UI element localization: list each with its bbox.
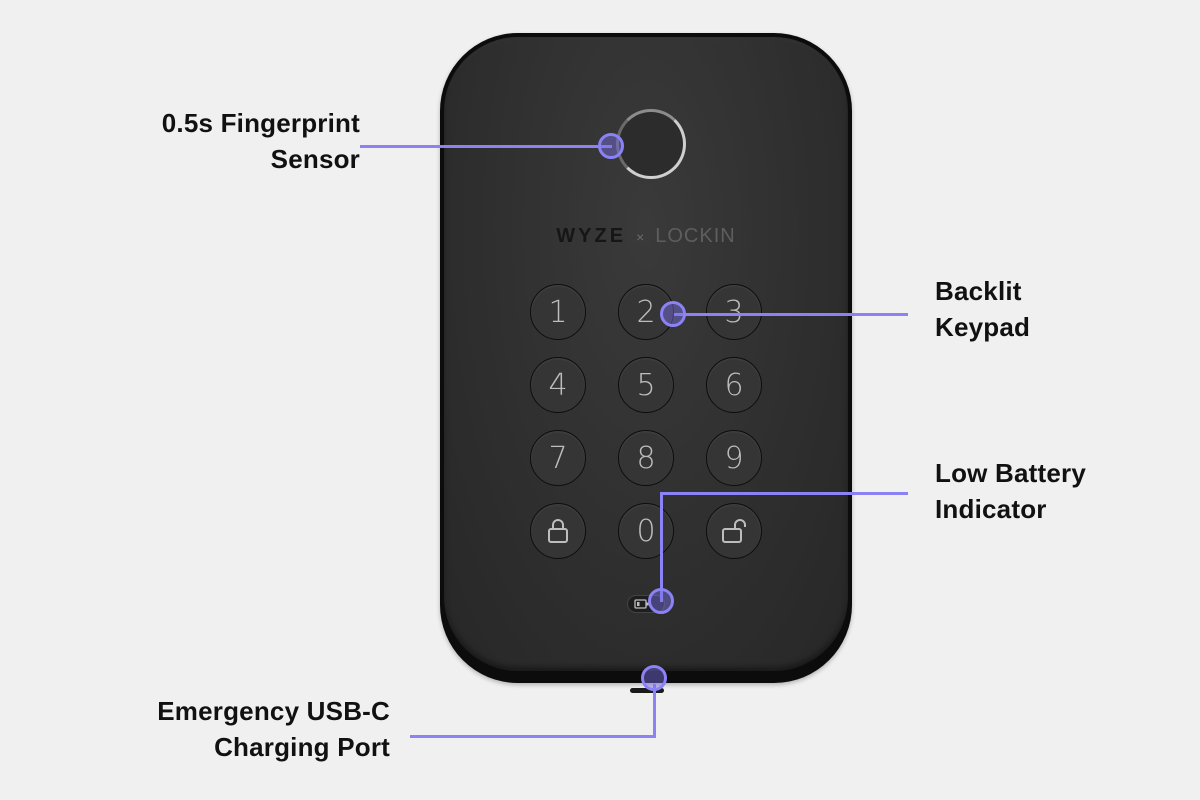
key-3[interactable]: 3 bbox=[706, 284, 762, 340]
fingerprint-label: 0.5s Fingerprint Sensor bbox=[80, 105, 360, 177]
fingerprint-callout-dot bbox=[598, 133, 624, 159]
smart-lock-device: WYZE×LOCKIN 1 2 3 4 5 6 7 8 9 0 bbox=[440, 33, 852, 693]
keypad-label-line1: Backlit bbox=[935, 276, 1022, 306]
lock-closed-icon bbox=[548, 519, 568, 543]
keypad-callout-dot bbox=[660, 301, 686, 327]
battery-callout-dot bbox=[648, 588, 674, 614]
usb-c-port[interactable] bbox=[630, 688, 664, 693]
usb-label-line2: Charging Port bbox=[214, 732, 390, 762]
fingerprint-label-line2: Sensor bbox=[270, 144, 360, 174]
keypad-label-line2: Keypad bbox=[935, 312, 1031, 342]
fingerprint-label-line1: 0.5s Fingerprint bbox=[161, 108, 360, 138]
key-8[interactable]: 8 bbox=[618, 430, 674, 486]
usb-callout-line-h bbox=[410, 735, 656, 738]
usb-callout-line-v bbox=[653, 684, 656, 738]
key-lock[interactable] bbox=[530, 503, 586, 559]
brand-logo: WYZE × LOCKIN bbox=[444, 225, 848, 248]
usb-label-line1: Emergency USB-C bbox=[157, 696, 390, 726]
keypad-label: Backlit Keypad bbox=[935, 273, 1135, 345]
battery-label: Low Battery Indicator bbox=[935, 455, 1175, 527]
lock-open-icon bbox=[722, 519, 746, 543]
usb-callout-dot bbox=[641, 665, 667, 691]
battery-callout-line-v bbox=[660, 492, 663, 602]
fingerprint-callout-line bbox=[360, 145, 612, 148]
battery-callout-line-h bbox=[660, 492, 908, 495]
keypad-callout-line bbox=[674, 313, 908, 316]
key-1[interactable]: 1 bbox=[530, 284, 586, 340]
brand-wyze: WYZE bbox=[556, 225, 627, 247]
key-6[interactable]: 6 bbox=[706, 357, 762, 413]
key-0[interactable]: 0 bbox=[618, 503, 674, 559]
brand-lockin: LOCKIN bbox=[655, 225, 736, 247]
battery-label-line2: Indicator bbox=[935, 494, 1047, 524]
lock-face: WYZE×LOCKIN 1 2 3 4 5 6 7 8 9 0 bbox=[444, 37, 848, 671]
key-5[interactable]: 5 bbox=[618, 357, 674, 413]
key-9[interactable]: 9 bbox=[706, 430, 762, 486]
key-4[interactable]: 4 bbox=[530, 357, 586, 413]
fingerprint-sensor[interactable] bbox=[616, 109, 686, 179]
battery-icon bbox=[634, 599, 649, 609]
key-unlock[interactable] bbox=[706, 503, 762, 559]
battery-label-line1: Low Battery bbox=[935, 458, 1087, 488]
usb-label: Emergency USB-C Charging Port bbox=[60, 693, 390, 765]
key-7[interactable]: 7 bbox=[530, 430, 586, 486]
brand-separator: × bbox=[636, 229, 646, 245]
